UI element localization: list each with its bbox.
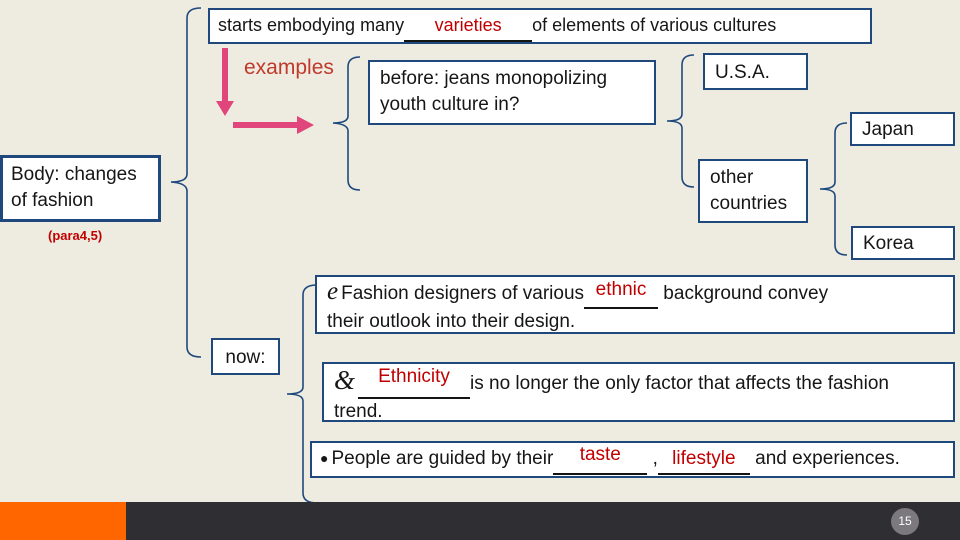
footer-accent-block: [0, 502, 126, 540]
blank-varieties: varieties: [404, 11, 533, 42]
script-e-bullet-icon: e: [327, 278, 339, 305]
korea-box: Korea: [851, 226, 955, 260]
body-box: Body: changes of fashion: [0, 155, 161, 222]
brace-examples-to-before: [332, 56, 361, 191]
brace-other-to-japan-korea: [819, 122, 848, 256]
before-line1: before: jeans monopolizing: [380, 68, 608, 89]
now-box: now:: [211, 338, 280, 375]
before-line2: youth culture in?: [380, 94, 520, 115]
footer-bar: [0, 502, 960, 540]
brace-body-to-topic-and-now: [170, 7, 202, 358]
ethnicity-post1: is no longer the only factor that affect…: [470, 373, 889, 394]
down-arrow-head-icon: [216, 101, 234, 116]
designers-pre: Fashion designers of various: [341, 283, 585, 304]
blank-taste: taste: [553, 444, 648, 475]
blank-ethnicity: Ethnicity: [358, 366, 471, 399]
designers-post1: background convey: [658, 283, 829, 304]
topic-text-pre: starts embodying many: [218, 15, 405, 35]
people-post: and experiences.: [749, 448, 900, 469]
other-countries-box: other countries: [698, 159, 808, 223]
down-arrow: [222, 48, 228, 102]
page-number-badge: 15: [891, 508, 919, 535]
usa-box: U.S.A.: [703, 53, 808, 90]
brace-before-to-usa-other: [666, 54, 695, 188]
japan-box: Japan: [850, 112, 955, 146]
paragraph-reference: (para4,5): [48, 228, 103, 243]
other-line1: other: [710, 167, 754, 188]
before-box: before: jeans monopolizing youth culture…: [368, 60, 656, 125]
right-arrow-head-icon: [297, 116, 314, 134]
people-mid: ,: [647, 448, 658, 469]
people-pre: People are guided by their: [331, 448, 554, 469]
other-line2: countries: [710, 193, 788, 214]
ethnicity-line2: trend.: [334, 401, 383, 422]
designers-line2: their outlook into their design.: [327, 311, 576, 332]
body-line2: of fashion: [11, 190, 94, 211]
body-line1: Body: changes: [11, 164, 137, 185]
right-arrow: [233, 122, 297, 128]
script-ampersand-bullet-icon: &: [334, 365, 356, 395]
circle-bullet-icon: ●: [320, 450, 329, 466]
topic-text-post: of elements of various cultures: [532, 15, 777, 35]
blank-lifestyle: lifestyle: [657, 444, 750, 475]
blank-ethnic: ethnic: [584, 279, 659, 309]
examples-label: examples: [244, 56, 334, 79]
